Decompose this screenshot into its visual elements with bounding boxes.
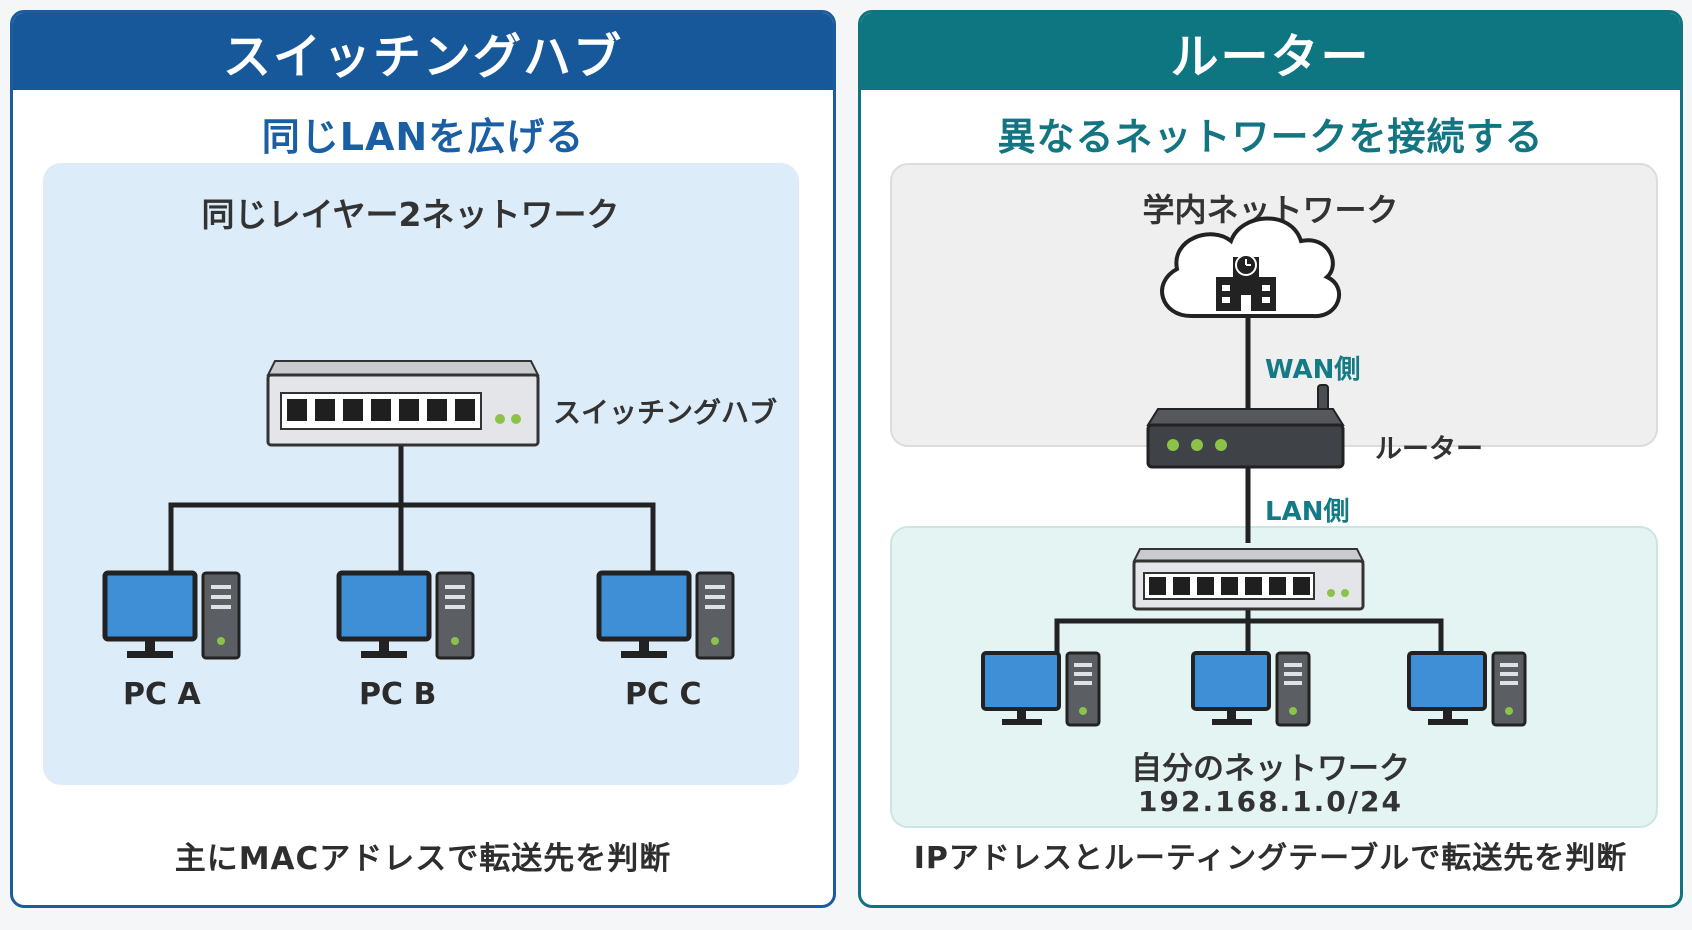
pc-c-label: PC C (625, 677, 702, 712)
switch-icon (1132, 548, 1365, 611)
pc-icon (1407, 651, 1527, 727)
pc-a-label: PC A (123, 677, 201, 712)
router-icon (1146, 384, 1345, 469)
router-diagram (981, 216, 1527, 727)
wan-side-label: WAN側 (1265, 355, 1361, 385)
switching-hub-footer: 主にMACアドレスで転送先を判断 (174, 841, 672, 877)
router-subtitle: 異なるネットワークを接続する (997, 115, 1544, 159)
switching-hub-panel: スイッチングハブ 同じLANを広げる 同じレイヤー2ネットワーク (10, 10, 836, 908)
pc-icon (596, 570, 735, 660)
layer2-network-label: 同じレイヤー2ネットワーク (201, 195, 620, 234)
pc-b-label: PC B (359, 677, 437, 712)
pc-icon (336, 570, 475, 660)
switching-hub-diagram (102, 360, 735, 660)
own-network-subnet: 192.168.1.0/24 (1138, 785, 1403, 818)
router-label: ルーター (1375, 434, 1483, 465)
switching-hub-title: スイッチングハブ (13, 13, 833, 90)
pc-icon (102, 570, 241, 660)
switch-label: スイッチングハブ (553, 396, 778, 429)
own-network-label: 自分のネットワーク (1131, 751, 1410, 787)
switch-icon (266, 360, 540, 447)
layer2-network-zone (43, 163, 799, 785)
router-panel: ルーター 異なるネットワークを接続する 学内ネットワーク (858, 10, 1683, 908)
switch-wires (168, 445, 656, 573)
lan-side-label: LAN側 (1265, 497, 1350, 527)
pc-icon (1191, 651, 1311, 727)
router-title: ルーター (861, 13, 1680, 90)
router-footer: IPアドレスとルーティングテーブルで転送先を判断 (913, 841, 1628, 876)
switching-hub-subtitle: 同じLANを広げる (261, 115, 585, 159)
school-building-icon (1216, 254, 1276, 311)
pc-icon (981, 651, 1101, 727)
